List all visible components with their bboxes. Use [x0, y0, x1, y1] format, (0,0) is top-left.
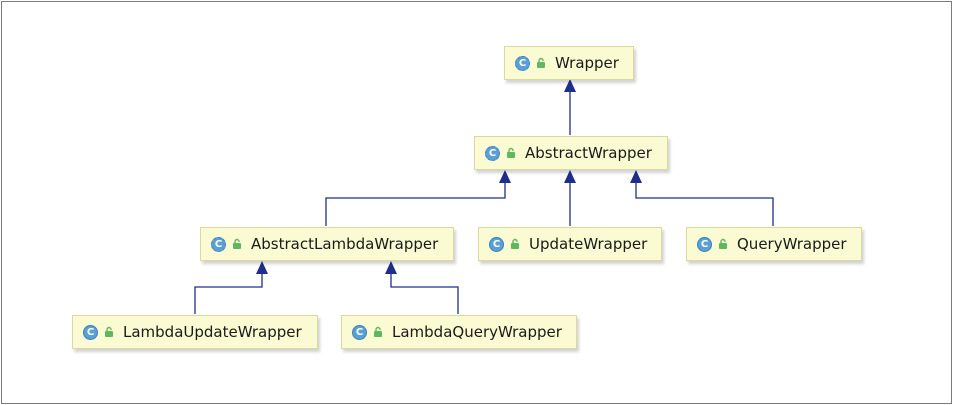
class-node-update-wrapper[interactable]: C UpdateWrapper — [478, 227, 662, 261]
class-node-wrapper[interactable]: C Wrapper — [504, 46, 634, 80]
class-icon: C — [211, 236, 226, 252]
class-icon: C — [697, 236, 712, 252]
class-name-lambda-query-wrapper: LambdaQueryWrapper — [392, 323, 562, 341]
edge-lambdaupdatewrapper-abstractlambdawrapper — [194, 267, 263, 314]
edge-abstractlambdawrapper-abstractwrapper — [325, 176, 506, 226]
class-name-query-wrapper: QueryWrapper — [737, 235, 847, 253]
arrowhead-wrapper — [564, 79, 576, 92]
lock-icon — [105, 326, 113, 337]
class-icon: C — [83, 324, 98, 340]
class-icon: C — [485, 145, 500, 161]
edge-querywrapper-abstractwrapper — [635, 176, 774, 226]
class-node-query-wrapper[interactable]: C QueryWrapper — [686, 227, 862, 261]
edge-lambdaquerywrapper-abstractlambdawrapper — [390, 267, 459, 314]
class-name-abstract-wrapper: AbstractWrapper — [525, 144, 652, 162]
lock-icon — [511, 238, 519, 249]
class-name-abstract-lambda-wrapper: AbstractLambdaWrapper — [251, 235, 439, 253]
lock-icon — [374, 326, 382, 337]
class-node-abstract-lambda-wrapper[interactable]: C AbstractLambdaWrapper — [200, 227, 454, 261]
arrowhead-abstractlambdawrapper-right — [385, 261, 397, 274]
lock-icon — [507, 147, 515, 158]
class-icon: C — [352, 324, 367, 340]
class-node-abstract-wrapper[interactable]: C AbstractWrapper — [474, 136, 668, 170]
class-node-lambda-update-wrapper[interactable]: C LambdaUpdateWrapper — [72, 315, 318, 349]
arrowhead-abstractlambdawrapper-left — [256, 261, 268, 274]
arrowhead-abstractwrapper-center — [564, 170, 576, 183]
class-icon: C — [489, 236, 504, 252]
lock-icon — [537, 57, 545, 68]
class-name-update-wrapper: UpdateWrapper — [529, 235, 648, 253]
class-name-wrapper: Wrapper — [555, 54, 619, 72]
lock-icon — [233, 238, 241, 249]
class-icon: C — [515, 55, 530, 71]
lock-icon — [719, 238, 727, 249]
class-name-lambda-update-wrapper: LambdaUpdateWrapper — [123, 323, 302, 341]
arrowhead-abstractwrapper-right — [630, 170, 642, 183]
class-node-lambda-query-wrapper[interactable]: C LambdaQueryWrapper — [341, 315, 577, 349]
arrowhead-abstractwrapper-left — [499, 170, 511, 183]
